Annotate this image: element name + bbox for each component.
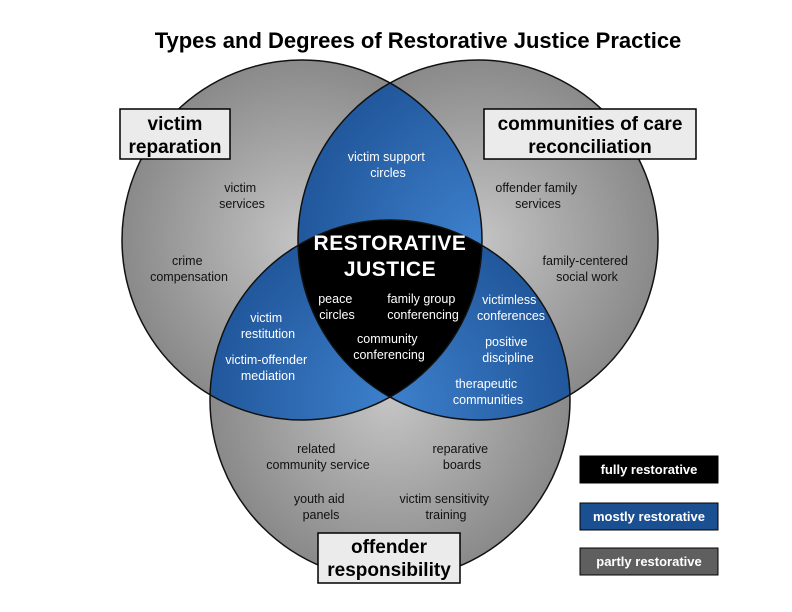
community-box-line2: reconciliation [528, 137, 652, 158]
label-therapeutic-communities: therapeutic communities [453, 377, 523, 407]
label-victim-support-circles: victim support circles [348, 150, 429, 180]
label-victim-services: victim services [219, 181, 265, 211]
legend-item-fully: fully restorative [579, 455, 719, 484]
legend-label-mostly: mostly restorative [593, 509, 705, 524]
victim-box-line1: victim [148, 114, 203, 135]
legend-item-mostly: mostly restorative [579, 502, 719, 531]
legend: fully restorative mostly restorative par… [579, 455, 719, 576]
center-title-line2: JUSTICE [344, 258, 436, 281]
label-peace-circles: peace circles [318, 292, 356, 322]
label-youth-aid-panels: youth aid panels [294, 492, 348, 522]
label-crime-compensation: crime compensation [150, 254, 228, 284]
victim-reparation-box: victim reparation [119, 108, 231, 160]
offender-box-line1: offender [351, 537, 428, 558]
label-community-conferencing: community conferencing [353, 332, 425, 362]
label-offender-family-services: offender family services [495, 181, 580, 211]
label-victim-restitution: victim restitution [241, 311, 295, 341]
label-victim-sensitivity-training: victim sensitivity training [399, 492, 492, 522]
legend-item-partly: partly restorative [579, 547, 719, 576]
community-box-line1: communities of care [498, 114, 683, 135]
offender-box-line2: responsibility [327, 560, 451, 581]
label-victim-offender-mediation: victim-offender mediation [225, 353, 310, 383]
victim-box-line2: reparation [129, 137, 222, 158]
label-positive-discipline: positive discipline [482, 335, 533, 365]
label-victimless-conferences: victimless conferences [477, 293, 545, 323]
legend-label-partly: partly restorative [596, 554, 702, 569]
label-family-centered-social-work: family-centered social work [543, 254, 632, 284]
label-reparative-boards: reparative boards [432, 442, 491, 472]
label-family-group-conferencing: family group conferencing [387, 292, 459, 322]
communities-of-care-box: communities of care reconciliation [483, 108, 697, 160]
diagram-title: Types and Degrees of Restorative Justice… [155, 28, 682, 53]
legend-label-fully: fully restorative [601, 462, 698, 477]
label-related-community-service: related community service [266, 442, 370, 472]
offender-responsibility-box: offender responsibility [317, 532, 461, 584]
center-title-line1: RESTORATIVE [314, 232, 467, 255]
